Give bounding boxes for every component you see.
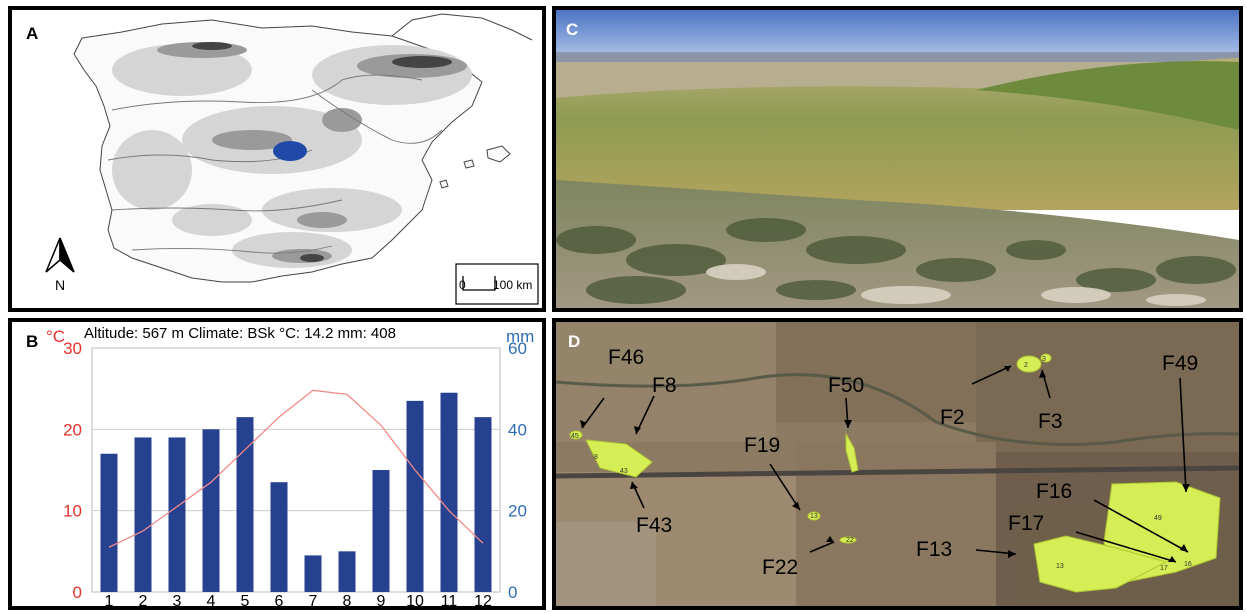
chart-gridlines [91, 347, 501, 593]
precipitation-bar [270, 482, 288, 592]
arrowheads [580, 366, 1190, 562]
svg-text:13: 13 [810, 513, 818, 520]
climate-chart: Altitude: 567 m Climate: BSk °C: 14.2 mm… [46, 325, 534, 606]
svg-text:2: 2 [1024, 362, 1028, 369]
plot-frame [91, 347, 501, 593]
field-label: F13 [916, 538, 952, 561]
svg-text:17: 17 [1160, 565, 1168, 572]
svg-text:43: 43 [620, 468, 628, 475]
study-area-marker [273, 141, 307, 161]
scale-zero: 0 [459, 278, 466, 292]
x-tick-label: 4 [207, 593, 216, 606]
y-right-axis-label: mm [506, 327, 534, 346]
temperature-line [108, 389, 484, 548]
y-right-tick-label: 0 [508, 583, 517, 602]
svg-text:22: 22 [846, 537, 854, 544]
x-tick-label: 11 [441, 593, 458, 606]
scale-distance: 100 km [493, 278, 532, 292]
svg-text:8: 8 [594, 454, 598, 461]
y-right-tick-label: 40 [508, 420, 527, 439]
panel-label-c: C [566, 20, 579, 39]
panel-a-map: N 0 100 km A [8, 6, 546, 312]
scale-bar-box [455, 263, 539, 305]
y-right-tick-label: 60 [508, 339, 527, 358]
x-tick-label: 5 [241, 593, 250, 606]
x-tick-label: 2 [139, 593, 148, 606]
aerial-photo: 45 8 43 2 3 13 22 49 13 17 16 [556, 322, 1239, 606]
precipitation-bar [236, 417, 254, 592]
balearic-island [486, 145, 511, 163]
svg-text:3: 3 [1042, 356, 1046, 363]
x-tick-label: 10 [406, 593, 424, 606]
panel-d-aerial: 45 8 43 2 3 13 22 49 13 17 16 [552, 318, 1243, 610]
y-right-tick-labels: 0 20 40 60 [508, 339, 527, 602]
precipitation-bar [372, 470, 390, 592]
y-left-tick-label: 10 [63, 502, 82, 521]
field-labels: F46 F8 F43 F50 F19 F22 F2 F3 F49 F16 F17… [608, 346, 1198, 579]
svg-text:45: 45 [571, 433, 579, 440]
precipitation-bar [100, 453, 118, 592]
temperature-series [108, 389, 484, 548]
x-tick-label: 8 [343, 593, 352, 606]
precipitation-bar [440, 392, 458, 592]
y-right-tick-label: 20 [508, 502, 527, 521]
field-label: F22 [762, 556, 798, 579]
road [556, 465, 1239, 479]
panel-c-photo: C [552, 6, 1243, 312]
x-tick-label: 3 [173, 593, 182, 606]
y-left-tick-label: 20 [63, 420, 82, 439]
north-arrow-icon [45, 237, 75, 273]
y-left-tick-label: 30 [63, 339, 82, 358]
x-tick-label: 7 [309, 593, 318, 606]
landscape-photo [556, 10, 1239, 308]
field-plots [569, 353, 1221, 593]
x-tick-label: 6 [275, 593, 284, 606]
iberia-map: N 0 100 km [45, 13, 539, 305]
y-left-tick-labels: 0 10 20 30 [63, 339, 82, 602]
field-label: F2 [940, 406, 965, 429]
field-label: F43 [636, 514, 672, 537]
panel-b-climate-chart: Altitude: 567 m Climate: BSk °C: 14.2 mm… [8, 318, 546, 610]
svg-text:49: 49 [1154, 515, 1162, 522]
field-label: F17 [1008, 512, 1044, 535]
svg-text:16: 16 [1184, 561, 1192, 568]
x-tick-label: 9 [377, 593, 386, 606]
panel-label-b: B [26, 332, 39, 351]
panel-label-a: A [26, 24, 39, 43]
x-tick-label: 1 [105, 593, 114, 606]
precipitation-bar [134, 437, 152, 592]
field-label: F3 [1038, 410, 1063, 433]
panel-label-d: D [568, 332, 581, 351]
scale-bar [462, 276, 496, 291]
y-left-axis-label: °C [46, 327, 65, 346]
precipitation-bar [304, 555, 322, 592]
x-tick-label: 12 [474, 593, 492, 606]
field-label: F16 [1036, 480, 1072, 503]
field-label: F8 [652, 374, 677, 397]
precipitation-bar [168, 437, 186, 592]
plot-numbers: 45 8 43 2 3 13 22 49 13 17 16 [571, 356, 1192, 572]
precipitation-bar [406, 400, 424, 592]
field-label: F46 [608, 346, 644, 369]
bar-series [100, 392, 492, 592]
y-left-tick-label: 0 [73, 583, 82, 602]
precipitation-bar [474, 417, 492, 592]
field-label: F19 [744, 434, 780, 457]
field-label: F50 [828, 374, 864, 397]
precipitation-bar [202, 429, 220, 592]
north-label: N [55, 277, 65, 293]
chart-title: Altitude: 567 m Climate: BSk °C: 14.2 mm… [84, 325, 396, 342]
field-label: F49 [1162, 352, 1198, 375]
precipitation-bar [338, 551, 356, 592]
svg-text:13: 13 [1056, 563, 1064, 570]
